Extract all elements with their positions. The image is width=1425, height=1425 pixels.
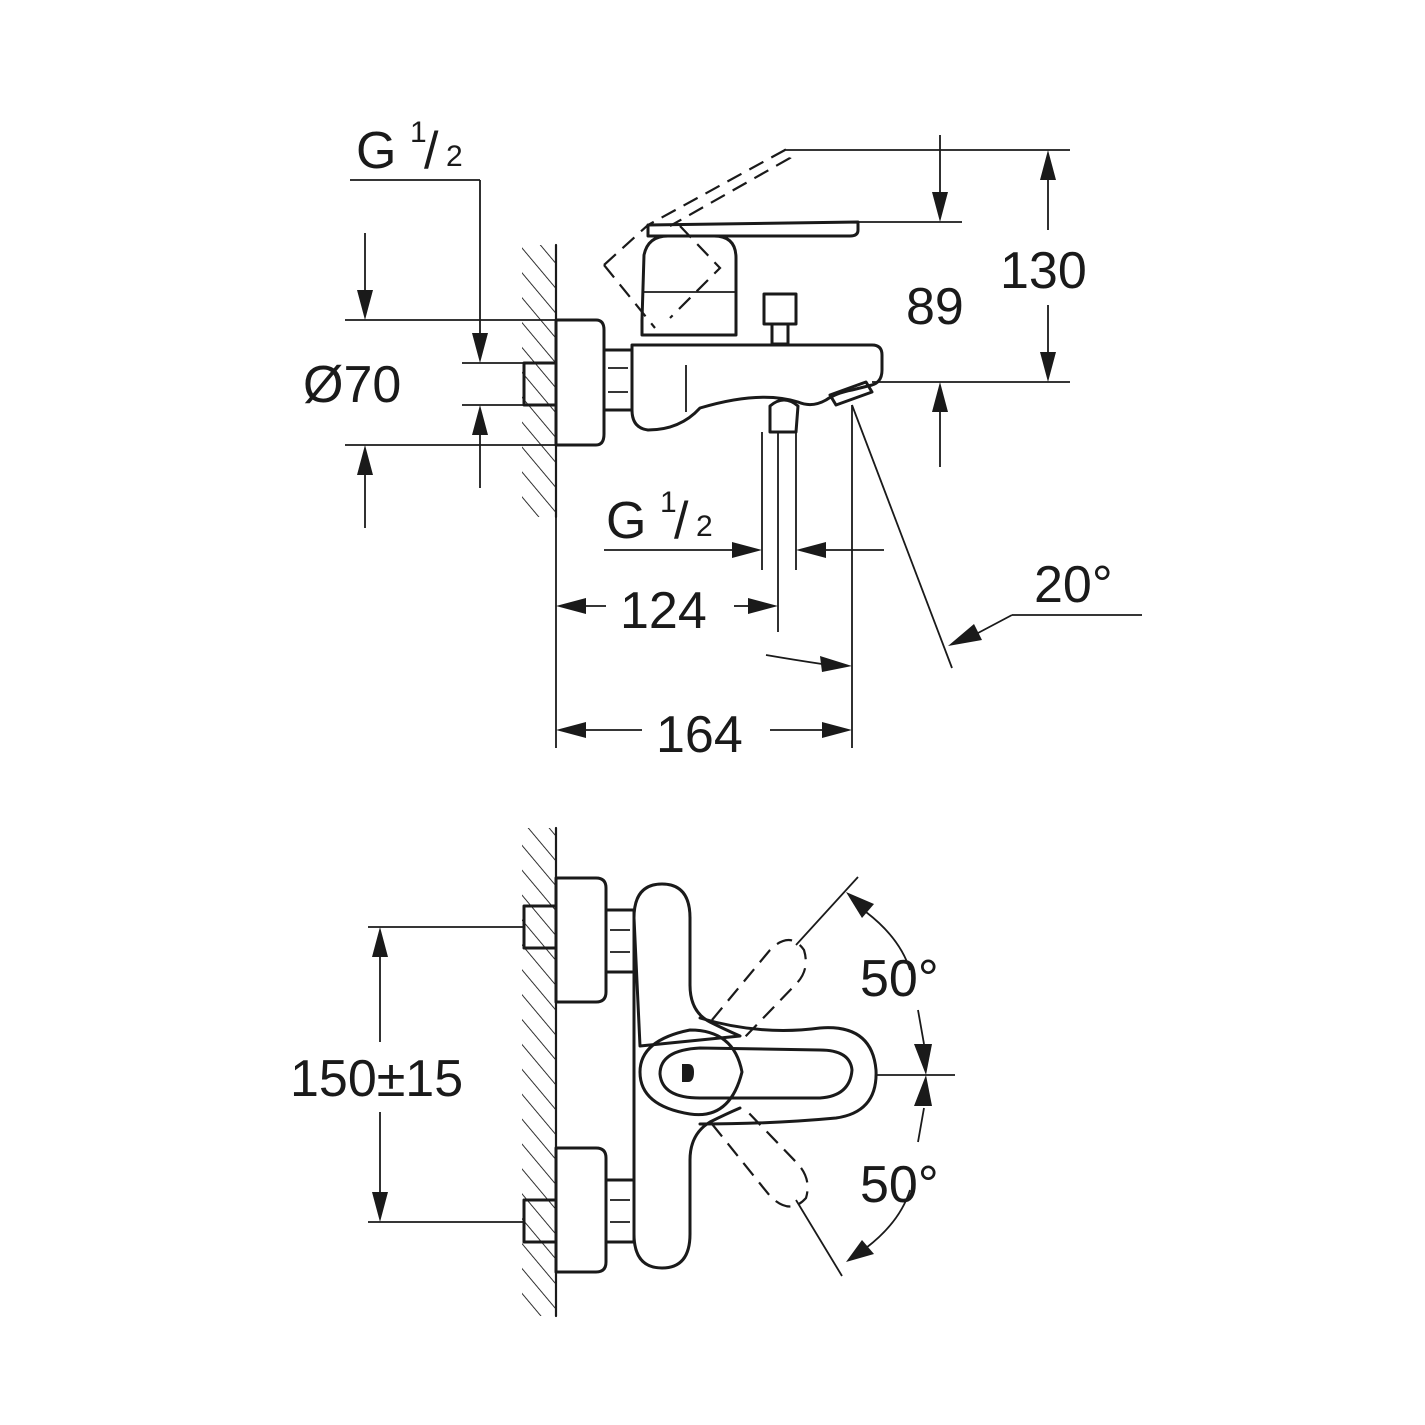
dimension-height-130: 130 <box>1000 150 1087 382</box>
centers-label: 150±15 <box>290 1050 463 1108</box>
lever-angle-up-label: 50° <box>860 950 939 1008</box>
lever-positions-dashed <box>711 938 809 1208</box>
height-total-label: 130 <box>1000 242 1087 300</box>
dimension-height-89: 89 <box>906 135 964 467</box>
wall-front <box>522 826 558 1318</box>
dimension-projection-164: 164 <box>556 706 852 764</box>
thread-outlet-label: G 1 / 2 <box>606 486 713 550</box>
extension-lines-side <box>345 149 1070 748</box>
spout-angle-label: 20° <box>1034 556 1113 614</box>
angle-extension-lines <box>795 876 955 1277</box>
dimension-thread-top: G 1 / 2 <box>350 116 488 488</box>
thread-top-label: G 1 / 2 <box>356 116 463 180</box>
side-view: Ø70 G 1 / 2 130 <box>303 116 1142 764</box>
projection-outlet-label: 124 <box>620 582 707 640</box>
dimension-angle-50-down: 50° <box>846 1075 939 1262</box>
diameter-label: Ø70 <box>303 356 401 414</box>
lever-angle-down-label: 50° <box>860 1156 939 1214</box>
wall-connection-lower <box>522 1146 636 1274</box>
faucet-body-side <box>630 343 884 432</box>
lever-handle-front <box>638 1028 854 1117</box>
dimension-projection-124: 124 <box>556 582 778 640</box>
dimension-centers-150: 150±15 <box>290 926 524 1223</box>
outlet-pipe-side <box>761 398 800 632</box>
front-view: 50° 50° 150±15 <box>290 826 955 1318</box>
spout-sweep-arrow <box>765 654 852 672</box>
lever-raised-outline <box>603 148 792 329</box>
dimension-diameter-70: Ø70 <box>303 233 401 528</box>
mixer-body-front <box>632 882 878 1270</box>
dimension-angle-20: 20° <box>948 556 1142 646</box>
dimension-angle-50-up: 50° <box>846 892 939 1075</box>
projection-spout-label: 164 <box>656 706 743 764</box>
lever-handle-side <box>640 220 860 346</box>
height-spout-label: 89 <box>906 278 964 336</box>
wall-side <box>522 243 558 519</box>
dimension-thread-outlet: G 1 / 2 <box>604 486 884 558</box>
